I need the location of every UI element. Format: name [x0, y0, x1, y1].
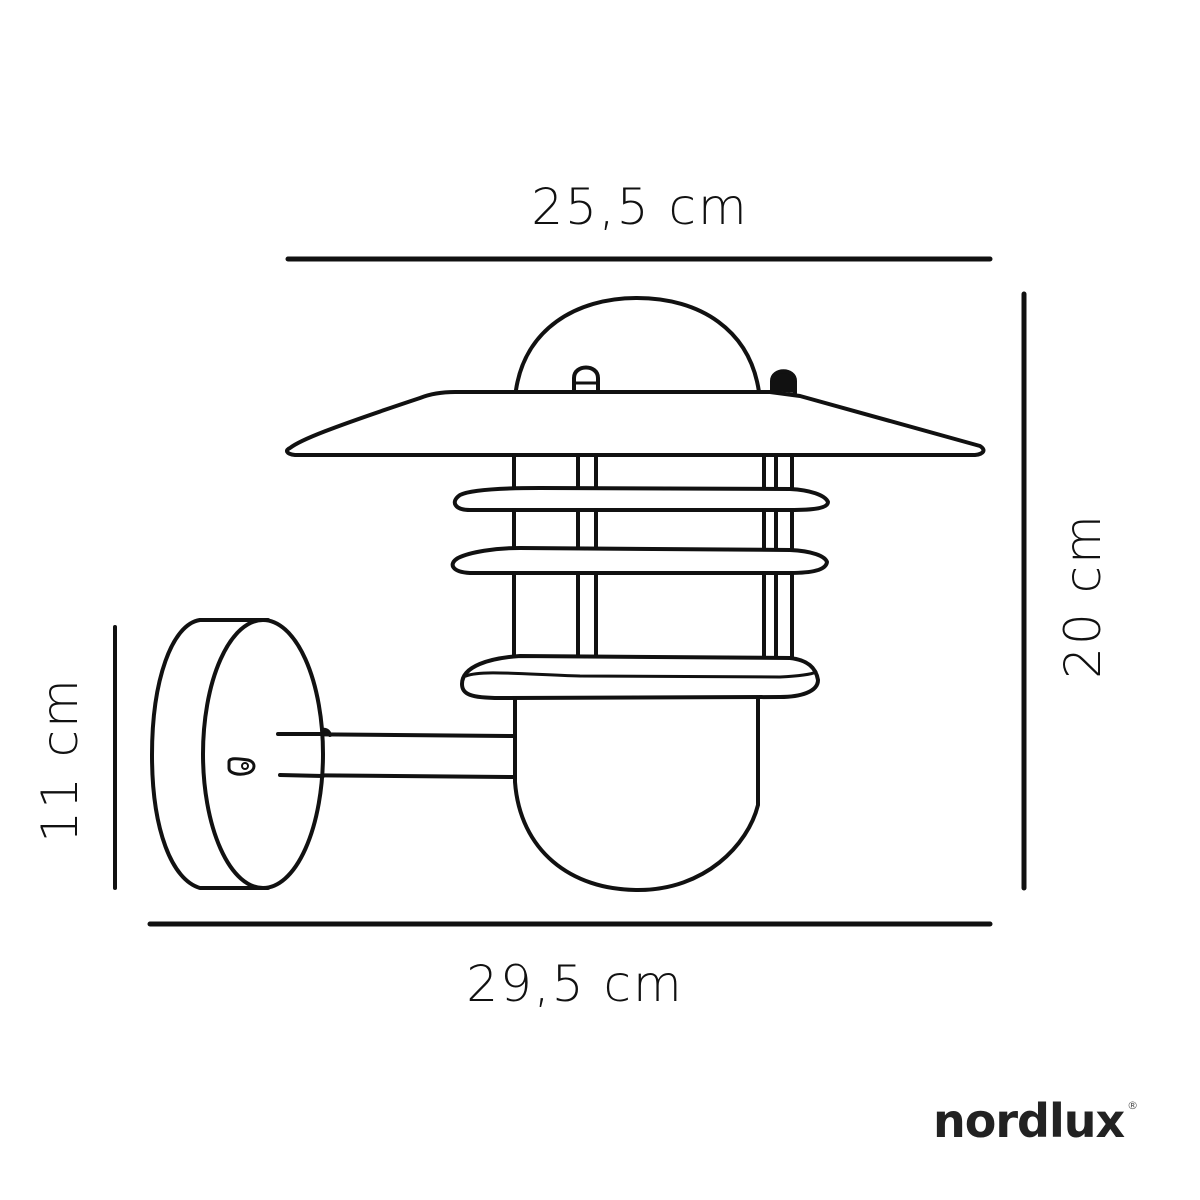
guard-ring-2	[450, 546, 829, 575]
dimension-label-height-mount: 11 cm	[31, 677, 89, 843]
wall-mount-disc-front	[201, 618, 325, 890]
lamp-shade	[285, 390, 986, 457]
lamp-dome-cap	[514, 296, 761, 394]
dimension-label-width-top: 25,5 cm	[531, 178, 749, 236]
registered-mark-icon: ®	[1127, 1099, 1138, 1112]
brand-name: nordlux	[933, 1094, 1125, 1148]
brand-logo: nordlux®	[933, 1098, 1138, 1144]
lamp-globe	[513, 696, 760, 892]
dimension-label-width-total: 29,5 cm	[466, 955, 684, 1013]
mount-screw-icon	[227, 757, 256, 776]
screw-icon-right	[770, 369, 797, 395]
screw-icon-left	[572, 365, 600, 392]
dimension-label-height-total: 20 cm	[1054, 513, 1112, 679]
guard-ring-1	[452, 486, 830, 512]
wall-mount-disc-back	[150, 618, 270, 890]
